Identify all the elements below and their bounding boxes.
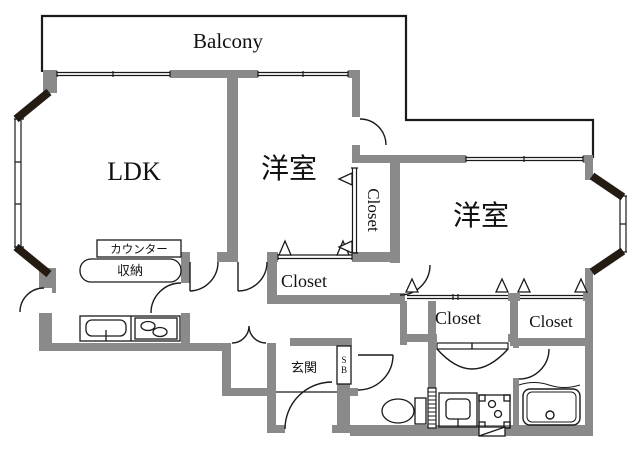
storage-double-door-arcs [231, 325, 267, 344]
kitchen-counter [79, 315, 181, 342]
washer-pan [478, 394, 511, 429]
closet-side-label: Closet [364, 188, 383, 232]
closet-right1-label: Closet [435, 308, 481, 328]
storage-box [79, 258, 182, 283]
ldk-west-door-arc [19, 287, 45, 313]
washroom-fixtures [438, 392, 511, 437]
closet-mid-label: Closet [281, 271, 327, 291]
ldk-label: LDK [107, 157, 161, 186]
bathroom-fixtures [518, 381, 581, 426]
bay-window-right [589, 172, 627, 276]
closet-door-lines [277, 167, 583, 300]
entrance-label: 玄関 [291, 360, 317, 375]
door-fold-markers [278, 171, 589, 293]
windows [56, 71, 584, 162]
bedroom-right-door-arc [399, 264, 431, 296]
ldk-door-arc [189, 261, 219, 292]
bath-edge-line [518, 381, 581, 389]
stove [134, 317, 178, 340]
balcony-outline [40, 14, 595, 158]
shoe-box [336, 345, 352, 385]
closet-right2-label: Closet [529, 312, 573, 331]
entrance-door-arc [284, 381, 333, 430]
counter-label: カウンター [110, 243, 168, 256]
entrance-area [276, 345, 352, 393]
toilet-door-arc [357, 354, 394, 391]
bathroom-door-arc [518, 348, 550, 380]
kitchen [79, 239, 182, 342]
balcony-door-arc [359, 118, 387, 146]
doors [19, 118, 550, 430]
bay-window-left [13, 88, 52, 278]
bedroom-mid-label: 洋室 [261, 153, 317, 185]
bathtub [522, 388, 581, 426]
balcony-label: Balcony [193, 29, 263, 53]
washroom-closet-door-arcs [436, 348, 509, 370]
storage-label: 収納 [117, 263, 143, 278]
counter-box [96, 239, 182, 258]
shoe-box-label: SB [339, 355, 349, 375]
ldk-hall-door-arc [150, 282, 182, 314]
bedroom-right-label: 洋室 [453, 200, 509, 232]
labels: Balcony LDK 洋室 洋室 Closet Closet Closet C… [107, 29, 573, 375]
toilet [381, 397, 427, 425]
accordion-door [427, 387, 437, 429]
mid-room-door-arc [237, 261, 268, 292]
